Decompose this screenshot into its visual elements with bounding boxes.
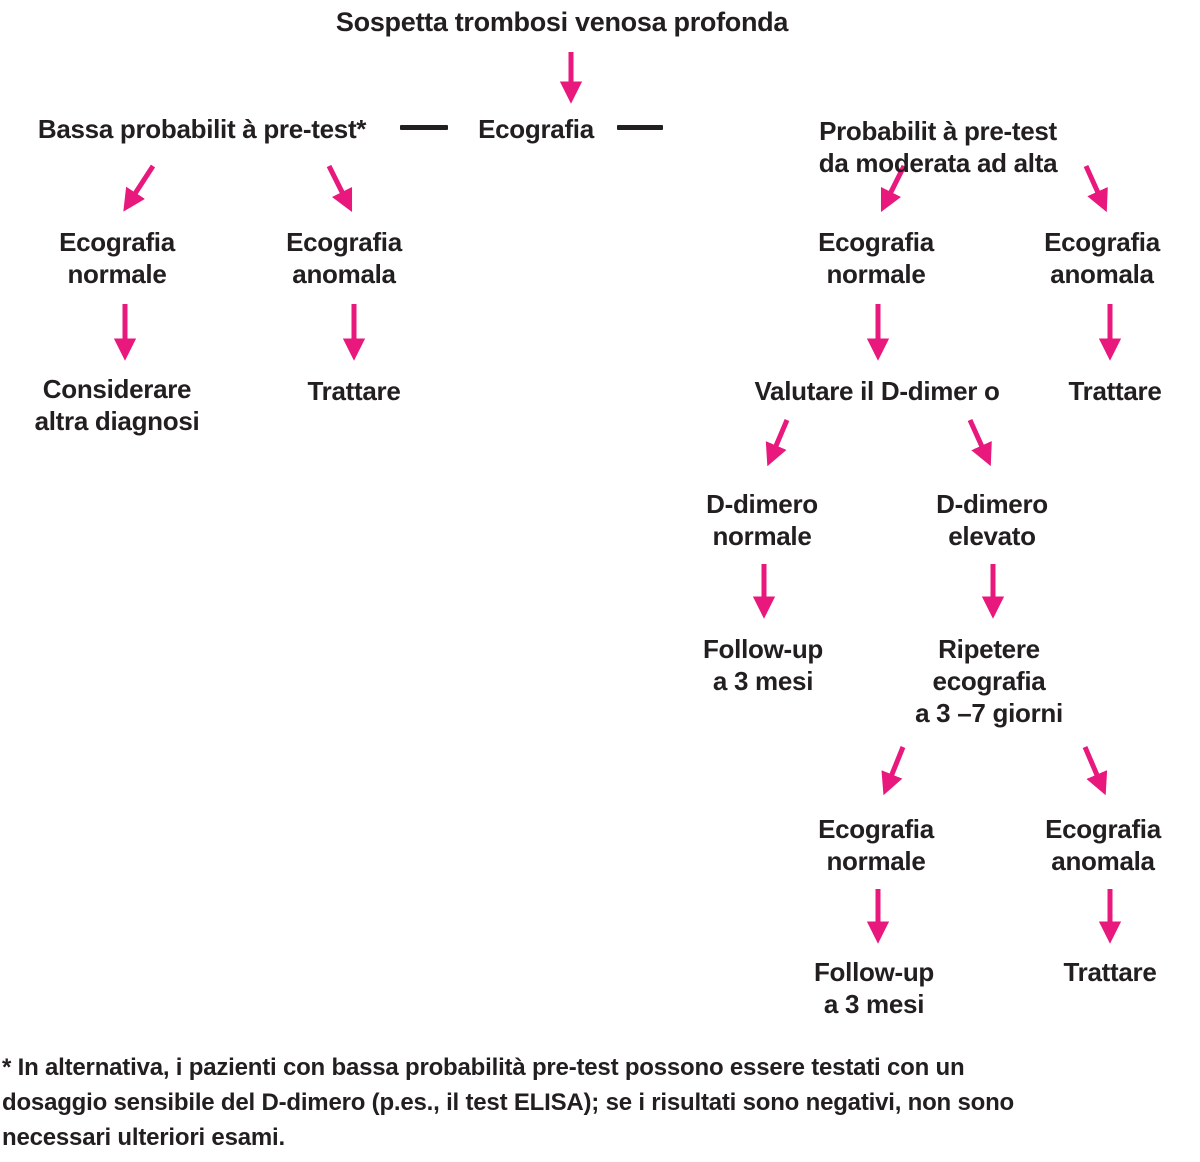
arrow-lowprob-to-eco-normale-icon (123, 164, 156, 212)
node-d-dimero-normale: D-dimero normale (706, 489, 818, 551)
arrow-ripetere-to-eco-normale-icon (881, 746, 906, 796)
node-d-dimero-elevato: D-dimero elevato (936, 489, 1048, 551)
arrow-valutare-to-ddimero-elevato-icon (967, 418, 992, 467)
arrow-ripetere-to-eco-anomala-icon (1082, 746, 1108, 796)
node-ecografia-anomala-bottom: Ecografia anomala (1045, 814, 1161, 876)
node-trattare-bottom: Trattare (1063, 957, 1157, 987)
node-trattare-right: Trattare (1068, 376, 1162, 406)
node-low-probability: Bassa probabilit à pre-test* (37, 114, 367, 144)
node-trattare-left: Trattare (307, 376, 401, 406)
connector-line-left (400, 125, 448, 130)
node-valutare-d-dimero: Valutare il D-dimer o (754, 376, 1000, 406)
arrow-lowprob-to-eco-anomala-icon (326, 164, 353, 213)
node-ecografia-normale-left: Ecografia normale (59, 227, 175, 289)
footnote-text: * In alternativa, i pazienti con bassa p… (2, 1054, 1015, 1151)
node-title: Sospetta trombosi venosa profonda (335, 7, 789, 37)
node-ecografia-anomala-right: Ecografia anomala (1044, 227, 1160, 289)
arrow-highprob-to-eco-normale-icon (880, 164, 907, 213)
node-followup-3-mesi-2: Follow-up a 3 mesi (813, 957, 935, 1019)
arrow-valutare-to-ddimero-normale-icon (765, 419, 790, 467)
node-ecografia: Ecografia (478, 114, 594, 144)
node-ecografia-normale-bottom: Ecografia normale (818, 814, 934, 876)
node-considerare-altra-diagnosi: Considerare altra diagnosi (34, 374, 200, 436)
connector-line-right (617, 125, 663, 130)
node-ecografia-anomala-left: Ecografia anomala (286, 227, 402, 289)
node-high-probability: Probabilit à pre-test da moderata ad alt… (818, 116, 1058, 178)
arrow-highprob-to-eco-anomala-icon (1083, 164, 1108, 213)
node-ripetere-ecografia: Ripetere ecografia a 3 –7 giorni (915, 634, 1063, 728)
node-followup-3-mesi-1: Follow-up a 3 mesi (702, 634, 824, 696)
node-ecografia-normale-right: Ecografia normale (818, 227, 934, 289)
